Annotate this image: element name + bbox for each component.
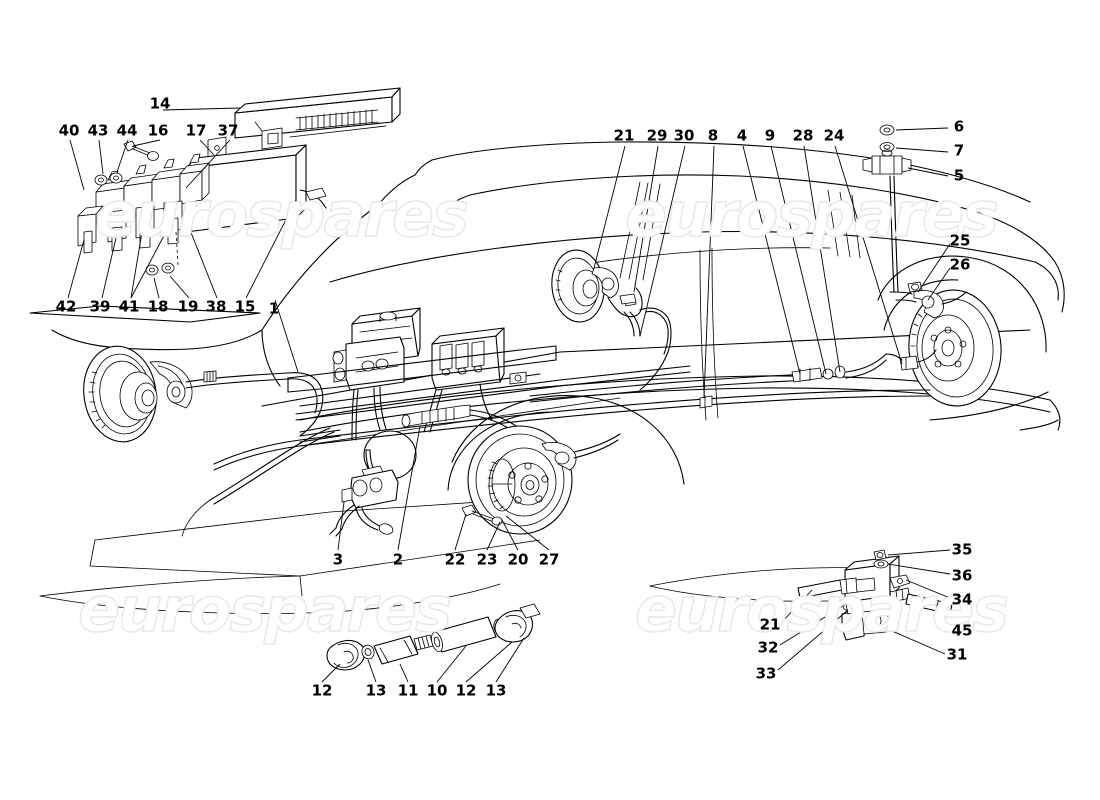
callout-12-left: 12 bbox=[311, 681, 333, 700]
callout-29: 29 bbox=[646, 126, 668, 145]
callout-38: 38 bbox=[205, 297, 227, 316]
callout-5: 5 bbox=[953, 166, 965, 185]
callout-45: 45 bbox=[951, 621, 973, 640]
callout-12-right: 12 bbox=[455, 681, 477, 700]
front-brake-assembly bbox=[83, 345, 289, 443]
callout-35: 35 bbox=[951, 540, 973, 559]
callout-18: 18 bbox=[147, 297, 169, 316]
callout-10: 10 bbox=[426, 681, 448, 700]
callout-26: 26 bbox=[949, 255, 971, 274]
callout-21: 21 bbox=[613, 126, 635, 145]
callout-36: 36 bbox=[951, 566, 973, 585]
callout-30: 30 bbox=[673, 126, 695, 145]
callout-3: 3 bbox=[332, 550, 344, 569]
callout-8: 8 bbox=[707, 126, 719, 145]
rear-brake-assembly bbox=[889, 281, 1002, 407]
callout-1: 1 bbox=[268, 299, 280, 318]
callout-32: 32 bbox=[757, 638, 779, 657]
brake-line-runs bbox=[213, 287, 937, 471]
callout-2: 2 bbox=[392, 550, 404, 569]
brake-servo bbox=[181, 427, 417, 537]
distributor-valve-assembly bbox=[862, 124, 912, 293]
callout-27: 27 bbox=[538, 550, 560, 569]
callout-34: 34 bbox=[951, 590, 973, 609]
rear-hub-assembly bbox=[461, 425, 621, 535]
callout-43: 43 bbox=[87, 121, 109, 140]
callout-13-left: 13 bbox=[365, 681, 387, 700]
master-cylinder-assembly bbox=[287, 307, 557, 443]
callout-19: 19 bbox=[177, 297, 199, 316]
callout-37: 37 bbox=[217, 121, 239, 140]
abs-sensor-bolt bbox=[461, 504, 503, 526]
callout-leader-lines bbox=[67, 107, 951, 683]
callout-13-right: 13 bbox=[485, 681, 507, 700]
callout-23: 23 bbox=[476, 550, 498, 569]
callout-6: 6 bbox=[953, 117, 965, 136]
callout-44: 44 bbox=[116, 121, 138, 140]
callout-41: 41 bbox=[118, 297, 140, 316]
pressure-switch-assembly bbox=[797, 549, 953, 641]
callout-11: 11 bbox=[397, 681, 419, 700]
callout-20: 20 bbox=[507, 550, 529, 569]
callout-31: 31 bbox=[946, 645, 968, 664]
callout-42: 42 bbox=[55, 297, 77, 316]
callout-33: 33 bbox=[755, 664, 777, 683]
callout-17: 17 bbox=[185, 121, 207, 140]
callout-4: 4 bbox=[736, 126, 748, 145]
callout-16: 16 bbox=[147, 121, 169, 140]
callout-24: 24 bbox=[823, 126, 845, 145]
callout-14: 14 bbox=[149, 94, 171, 113]
callout-21-lower: 21 bbox=[759, 615, 781, 634]
callout-22: 22 bbox=[444, 550, 466, 569]
callout-28: 28 bbox=[792, 126, 814, 145]
callout-15: 15 bbox=[234, 297, 256, 316]
callout-9: 9 bbox=[764, 126, 776, 145]
callout-39: 39 bbox=[89, 297, 111, 316]
relay-fuse-block bbox=[77, 140, 327, 276]
callout-7: 7 bbox=[953, 141, 965, 160]
driveshaft-assembly bbox=[326, 603, 541, 671]
callout-40: 40 bbox=[58, 121, 80, 140]
callout-25: 25 bbox=[949, 231, 971, 250]
car-body-outline bbox=[29, 141, 1065, 614]
